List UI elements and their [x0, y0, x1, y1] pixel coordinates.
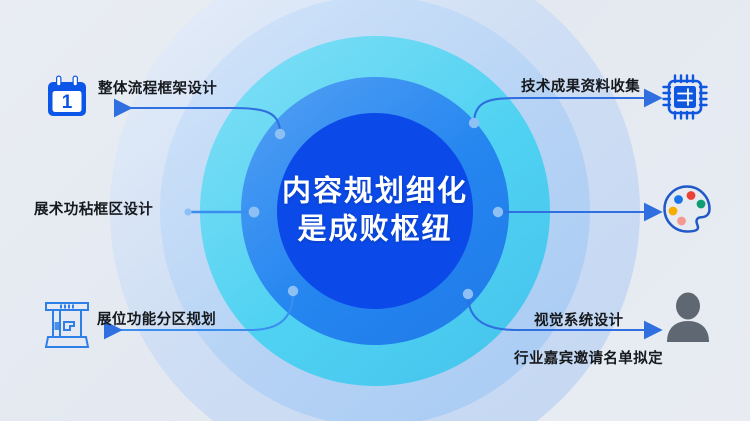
palette-dot-green	[696, 199, 706, 209]
connector-dot-start-exhibition-function-zone-design	[184, 208, 192, 216]
label-exhibition-function-zone-design: 展术功秥框区设计	[34, 202, 154, 218]
connector-dot-exhibition-function-zone-design	[248, 206, 260, 218]
center-title-line-1: 内容规划细化	[281, 175, 469, 208]
chip-icon[interactable]	[662, 74, 708, 120]
connector-overall-process-framework	[113, 98, 282, 134]
connector-dot-booth-function-zoning-plan	[287, 285, 299, 297]
palette-dot-yellow	[668, 206, 678, 216]
person-avatar-icon[interactable]	[665, 292, 711, 342]
center-title: 内容规划细化 是成败枢纽	[282, 173, 468, 250]
calendar-icon-day-number: 1	[62, 92, 73, 113]
calendar-icon[interactable]: 1	[44, 74, 90, 120]
label-overall-process-framework: 整体流程框架设计	[98, 81, 218, 97]
palette-dot-blue	[674, 195, 683, 204]
connector-dot-overall-process-framework	[274, 128, 286, 140]
palette-dot-red	[686, 191, 696, 200]
connector-visual-system-design	[466, 294, 663, 340]
exhibition-booth-icon[interactable]	[41, 295, 93, 349]
connector-dot-palette-node	[492, 206, 504, 218]
connector-dot-technical-results-collection	[468, 117, 480, 129]
label-visual-system-design: 视觉系统设计	[534, 313, 624, 329]
label-technical-results-collection: 技术成果资料收集	[521, 79, 641, 95]
ring-core-1	[277, 113, 473, 309]
palette-dot-pink	[677, 216, 686, 226]
center-title-line-2: 是成败枢纽	[297, 214, 453, 246]
connector-booth-function-zoning-plan	[103, 291, 295, 340]
label-booth-function-zoning-plan: 展位功能分区规划	[97, 312, 217, 328]
label-industry-guest-invite-list: 行业嘉宾邀请名单拟定	[514, 351, 663, 367]
connector-dot-visual-system-design	[462, 288, 474, 300]
palette-icon-outline	[663, 185, 711, 233]
connector-technical-results-collection	[472, 88, 663, 125]
palette-icon[interactable]	[662, 184, 712, 234]
